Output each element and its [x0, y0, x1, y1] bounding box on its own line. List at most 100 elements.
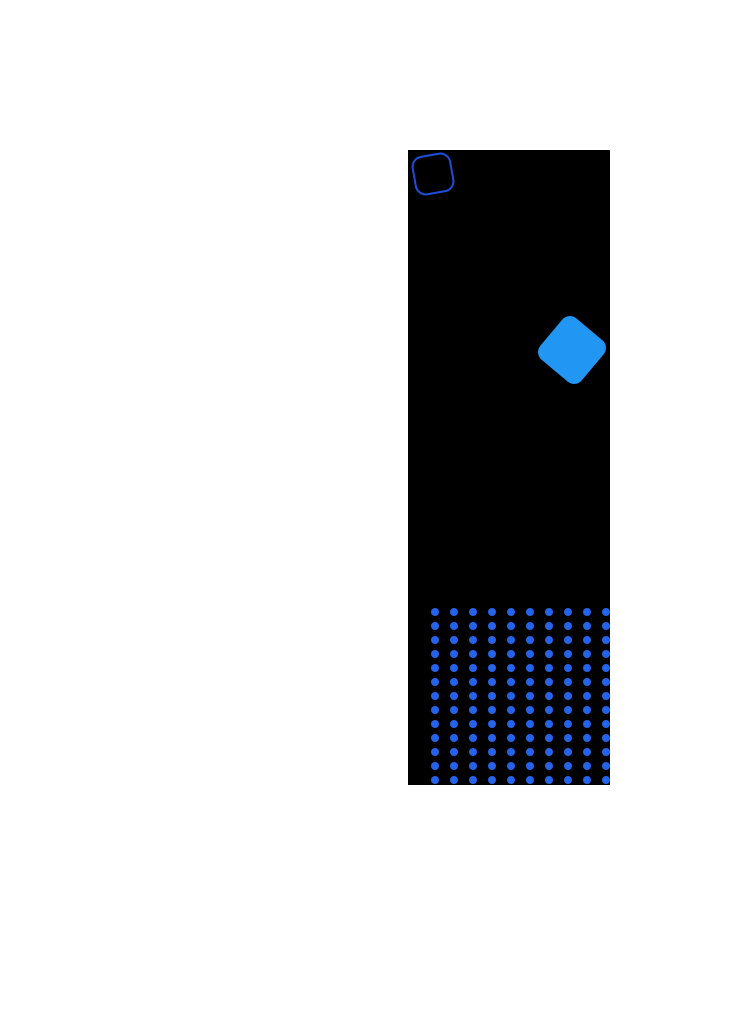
- grid-dot: [526, 762, 534, 770]
- grid-dot: [526, 706, 534, 714]
- grid-dot: [488, 664, 496, 672]
- grid-dot: [583, 608, 591, 616]
- grid-dot: [488, 636, 496, 644]
- grid-dot: [602, 650, 610, 658]
- grid-dot: [469, 748, 477, 756]
- grid-dot: [602, 748, 610, 756]
- grid-dot: [431, 762, 439, 770]
- grid-dot: [507, 622, 515, 630]
- grid-dot: [507, 636, 515, 644]
- grid-dot: [602, 636, 610, 644]
- grid-dot: [469, 636, 477, 644]
- grid-dot: [469, 762, 477, 770]
- grid-dot: [564, 608, 572, 616]
- grid-dot: [583, 664, 591, 672]
- grid-dot: [469, 664, 477, 672]
- grid-dot: [507, 650, 515, 658]
- grid-dot: [450, 706, 458, 714]
- grid-dot: [545, 692, 553, 700]
- grid-dot: [583, 636, 591, 644]
- grid-dot: [469, 650, 477, 658]
- grid-dot: [469, 720, 477, 728]
- grid-dot: [450, 692, 458, 700]
- grid-dot: [583, 734, 591, 742]
- grid-dot: [431, 608, 439, 616]
- grid-dot: [488, 748, 496, 756]
- grid-dot: [526, 692, 534, 700]
- grid-dot: [469, 678, 477, 686]
- grid-dot: [602, 692, 610, 700]
- grid-dot: [526, 664, 534, 672]
- grid-dot: [545, 636, 553, 644]
- grid-dot: [431, 734, 439, 742]
- grid-dot: [526, 608, 534, 616]
- grid-dot: [564, 692, 572, 700]
- grid-dot: [526, 678, 534, 686]
- grid-dot: [545, 776, 553, 784]
- grid-dot: [488, 720, 496, 728]
- grid-dot: [431, 650, 439, 658]
- grid-dot: [431, 678, 439, 686]
- grid-dot: [488, 650, 496, 658]
- grid-dot: [526, 650, 534, 658]
- grid-dot: [602, 608, 610, 616]
- outline-square-decoration: [409, 150, 457, 198]
- grid-dot: [583, 720, 591, 728]
- grid-dot: [507, 692, 515, 700]
- grid-dot: [583, 622, 591, 630]
- grid-dot: [469, 692, 477, 700]
- grid-dot: [450, 608, 458, 616]
- grid-dot: [545, 734, 553, 742]
- grid-dot: [469, 608, 477, 616]
- grid-dot: [564, 706, 572, 714]
- grid-dot: [450, 678, 458, 686]
- grid-dot: [583, 776, 591, 784]
- grid-dot: [450, 748, 458, 756]
- grid-dot: [583, 692, 591, 700]
- grid-dot: [450, 636, 458, 644]
- grid-dot: [431, 706, 439, 714]
- grid-dot: [507, 776, 515, 784]
- grid-dot: [488, 706, 496, 714]
- grid-dot: [431, 776, 439, 784]
- grid-dot: [507, 678, 515, 686]
- grid-dot: [545, 748, 553, 756]
- grid-dot: [450, 734, 458, 742]
- grid-dot: [507, 664, 515, 672]
- grid-dot: [545, 608, 553, 616]
- grid-dot: [507, 734, 515, 742]
- grid-dot: [469, 734, 477, 742]
- grid-dot: [450, 622, 458, 630]
- grid-dot: [602, 622, 610, 630]
- grid-dot: [583, 748, 591, 756]
- grid-dot: [602, 776, 610, 784]
- grid-dot: [545, 706, 553, 714]
- grid-dot: [431, 636, 439, 644]
- grid-dot: [469, 706, 477, 714]
- grid-dot: [545, 678, 553, 686]
- grid-dot: [488, 692, 496, 700]
- grid-dot: [583, 678, 591, 686]
- grid-dot: [507, 706, 515, 714]
- grid-dot: [564, 636, 572, 644]
- grid-dot: [469, 776, 477, 784]
- grid-dot: [526, 776, 534, 784]
- grid-dot: [564, 650, 572, 658]
- dot-grid-decoration: [431, 608, 610, 784]
- grid-dot: [602, 720, 610, 728]
- grid-dot: [545, 650, 553, 658]
- grid-dot: [488, 776, 496, 784]
- grid-dot: [431, 664, 439, 672]
- grid-dot: [564, 678, 572, 686]
- grid-dot: [488, 622, 496, 630]
- grid-dot: [602, 734, 610, 742]
- grid-dot: [526, 748, 534, 756]
- grid-dot: [431, 748, 439, 756]
- grid-dot: [488, 678, 496, 686]
- grid-dot: [545, 664, 553, 672]
- grid-dot: [526, 622, 534, 630]
- grid-dot: [488, 762, 496, 770]
- grid-dot: [583, 762, 591, 770]
- grid-dot: [564, 622, 572, 630]
- grid-dot: [450, 664, 458, 672]
